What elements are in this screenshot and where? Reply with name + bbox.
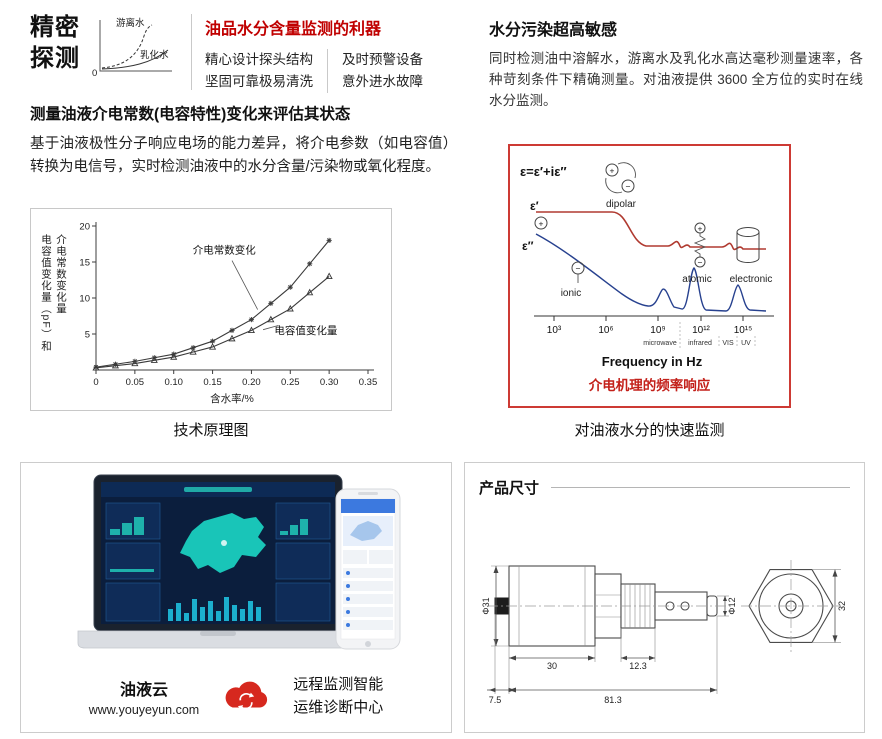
brand-title-line2: 探测	[30, 45, 80, 72]
phone-image	[335, 488, 401, 650]
principle-heading: 测量油液介电常数(电容特性)变化来评估其状态	[30, 106, 351, 123]
dim-label-body-diameter: Φ31	[481, 597, 491, 614]
water-saturation-curve-icon: 游离水 乳化水 0	[92, 17, 172, 79]
feature-item: 及时预警设备	[342, 52, 423, 67]
plus-symbol: +	[609, 166, 614, 176]
freq-tick-label: 10⁶	[598, 325, 613, 336]
frequency-response-panel: ε=ε′+iε″ ε′ + ε″ + − dipolar − ionic + −…	[508, 144, 791, 408]
axis-zero-label: 0	[92, 68, 97, 79]
header-left-section: 精密 探测 游离水 乳化水 0 油品水分含量监测的利器 精心设计探头结构 坚固可…	[30, 12, 423, 93]
brand-name: 油液云	[119, 681, 168, 699]
svg-text:0.35: 0.35	[359, 377, 378, 388]
svg-text:15: 15	[79, 257, 90, 268]
frequency-response-red-caption: 介电机理的频率响应	[588, 378, 711, 393]
svg-text:20: 20	[79, 221, 90, 232]
dim-label-total-length: 81.3	[604, 695, 622, 705]
feature-item: 精心设计探头结构	[205, 52, 313, 67]
plus-symbol: +	[538, 219, 543, 229]
free-water-label: 游离水	[116, 17, 145, 29]
dim-label-probe-diameter: Φ12	[727, 597, 737, 614]
freq-tick-label: 10³	[546, 325, 561, 336]
plus-symbol: +	[697, 224, 702, 234]
y-label-line2: 介电常数变化量	[55, 233, 67, 315]
svg-text:10: 10	[79, 293, 90, 304]
principle-body: 基于油液极性分子响应电场的能力差异，将介电参数（如电容值）转换为电信号，实时检测…	[30, 136, 450, 175]
svg-text:介电常数变化: 介电常数变化	[193, 243, 256, 256]
cloud-platform-panel: 油液云 www.youyeyun.com 远程监测智能 运维诊断中心	[20, 462, 452, 733]
brand-url[interactable]: www.youyeyun.com	[88, 702, 200, 717]
header-divider	[191, 14, 192, 90]
frequency-caption: 对油液水分的快速监测	[574, 422, 725, 439]
sensor-dimension-drawing: Φ31 Φ12 30 12.3	[481, 560, 847, 705]
svg-text:0: 0	[93, 377, 98, 388]
dim-label-body-length: 30	[547, 661, 557, 671]
minus-symbol: −	[697, 258, 702, 268]
svg-text:0.15: 0.15	[203, 377, 222, 388]
svg-text:0.05: 0.05	[126, 377, 145, 388]
brand-title: 精密 探测	[30, 12, 80, 74]
heading-rule	[551, 487, 850, 488]
dimensions-heading: 产品尺寸	[479, 480, 540, 497]
feature-item: 意外进水故障	[342, 74, 423, 89]
feature-list: 精心设计探头结构 坚固可靠极易清洗 及时预警设备 意外进水故障	[205, 49, 423, 93]
sensitivity-title: 水分污染超高敏感	[489, 22, 618, 39]
dim-label-thread-length: 12.3	[629, 661, 647, 671]
emulsified-water-label: 乳化水	[140, 49, 169, 61]
svg-text:电容值变化量: 电容值变化量	[274, 324, 337, 337]
service-line: 远程监测智能	[293, 676, 384, 693]
chart-y-axis-label: 电容值变化量（pF）和 介电常数变化量	[38, 234, 68, 352]
region-dipolar-label: dipolar	[605, 199, 636, 210]
feature-item: 坚固可靠极易清洗	[205, 74, 313, 89]
principle-section: 测量油液介电常数(电容特性)变化来评估其状态 基于油液极性分子响应电场的能力差异…	[30, 102, 450, 179]
cloud-service-row: 油液云 www.youyeyun.com 远程监测智能 运维诊断中心	[21, 673, 451, 719]
capacitance-vs-water-chart: 5 10 15 20 0 0.05 0.10 0.15 0.20 0.25 0.30 0.35 含水率/…	[79, 221, 378, 405]
svg-text:0.20: 0.20	[242, 377, 261, 388]
red-headline: 油品水分含量监测的利器	[205, 21, 382, 38]
svg-text:含水率/%: 含水率/%	[210, 392, 254, 405]
region-electronic-label: electronic	[729, 274, 772, 285]
svg-text:0.10: 0.10	[164, 377, 183, 388]
y-label-line1: 电容值变化量（pF）和	[40, 233, 52, 352]
svg-text:0.30: 0.30	[320, 377, 339, 388]
band-vis-label: VIS	[722, 340, 734, 347]
svg-text:0.25: 0.25	[281, 377, 300, 388]
freq-tick-label: 10¹²	[692, 325, 710, 336]
principle-caption: 技术原理图	[173, 422, 249, 439]
dim-label-connector-length: 7.5	[489, 695, 502, 705]
freq-x-axis-label: Frequency in Hz	[601, 354, 702, 369]
band-infrared-label: infrared	[688, 340, 712, 347]
dim-label-hex-width: 32	[837, 601, 847, 611]
region-atomic-label: atomic	[682, 274, 711, 285]
band-microwave-label: microwave	[643, 340, 677, 347]
freq-tick-label: 10⁹	[650, 325, 665, 336]
service-line: 运维诊断中心	[293, 699, 384, 716]
sensitivity-body: 同时检测油中溶解水，游离水及乳化水高达毫秒测量速率，各种苛刻条件下精确测量。对油…	[489, 51, 863, 108]
freq-tick-label: 10¹⁵	[733, 325, 752, 336]
svg-text:5: 5	[85, 329, 90, 340]
dielectric-equation: ε=ε′+iε″	[520, 164, 567, 179]
cloud-sync-icon	[225, 681, 268, 710]
band-uv-label: UV	[741, 340, 751, 347]
sensitivity-section: 水分污染超高敏感 同时检测油中溶解水，游离水及乳化水高达毫秒测量速率，各种苛刻条…	[489, 16, 863, 111]
frequency-response-figure: ε=ε′+iε″ ε′ + ε″ + − dipolar − ionic + −…	[520, 162, 774, 369]
minus-symbol: −	[575, 264, 580, 274]
region-ionic-label: ionic	[560, 288, 581, 299]
minus-symbol: −	[625, 182, 630, 192]
eps-imag-label: ε″	[522, 239, 534, 253]
dashboard-devices-image	[77, 474, 401, 650]
brand-title-line1: 精密	[30, 14, 80, 41]
eps-real-label: ε′	[530, 199, 539, 213]
product-dimensions-panel: 产品尺寸	[464, 462, 865, 733]
principle-chart-panel: 电容值变化量（pF）和 介电常数变化量 5 10 15 20 0 0.05 0.10 0.15…	[30, 208, 392, 411]
